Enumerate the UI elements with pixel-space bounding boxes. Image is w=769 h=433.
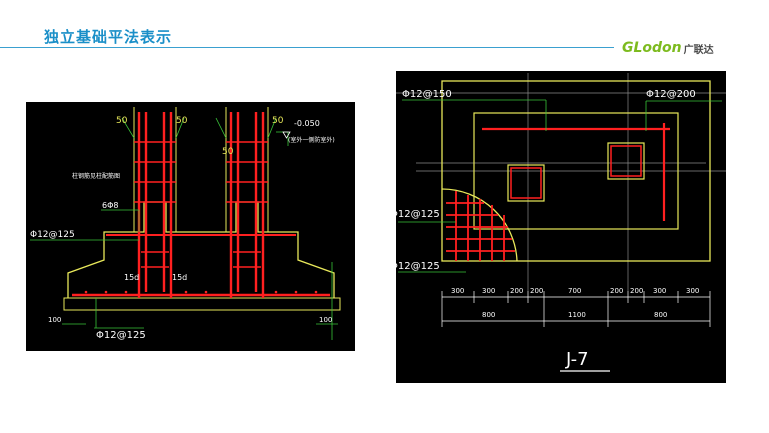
rebar-label: Φ12@150 <box>402 89 452 100</box>
dim-label: 300 <box>451 287 464 295</box>
rebar-label: Φ12@125 <box>396 209 440 220</box>
level-value: -0.050 <box>294 119 320 128</box>
dim-50: 50 <box>222 147 234 157</box>
glodon-logo: GLodon 广联达 <box>622 40 714 56</box>
dim-label: 300 <box>653 287 666 295</box>
dim-label: 200 <box>610 287 623 295</box>
dims-row2: 800 1100 800 <box>482 311 667 319</box>
dim-label: 700 <box>568 287 581 295</box>
dims-row1: 300 300 200 200 700 200 200 300 300 <box>451 287 699 295</box>
plan-drawing-canvas: Φ12@150 Φ12@200 Φ12@125 Φ12@125 300 300 … <box>390 73 726 372</box>
anchor-label: 15d <box>172 273 187 282</box>
foundation-outline <box>441 80 711 262</box>
anchor-label: 15d <box>124 273 139 282</box>
logo-latin: GLodon <box>622 40 682 56</box>
dim-label: 200 <box>630 287 643 295</box>
level-marker <box>282 131 291 139</box>
rebar-label: Φ12@200 <box>646 89 696 100</box>
dim-50: 50 <box>272 116 284 126</box>
cushion-layer <box>63 297 341 311</box>
grid-axes <box>396 73 726 291</box>
dim-label: 300 <box>686 287 699 295</box>
bottom-mesh-dots <box>84 290 318 294</box>
section-drawing: 50 50 50 50 -0.050 (室外一侧防室外) 柱钢筋见柱配筋图 6Φ… <box>26 102 355 351</box>
leader-lines <box>398 99 722 273</box>
dim-label: 800 <box>482 311 495 319</box>
dimension-lines <box>441 291 711 327</box>
cover-dim: 100 <box>319 316 332 324</box>
quarter-mesh-outline <box>441 188 518 262</box>
dim-label: 300 <box>482 287 495 295</box>
dim-label: 800 <box>654 311 667 319</box>
rebar-label: Φ12@125 <box>396 261 440 272</box>
quarter-mesh <box>446 191 515 261</box>
plan-drawing: Φ12@150 Φ12@200 Φ12@125 Φ12@125 300 300 … <box>390 71 726 383</box>
column-section <box>607 142 645 180</box>
leader-lines <box>30 117 338 340</box>
stirrup-label: 6Φ8 <box>102 201 118 210</box>
step-outline <box>473 112 679 230</box>
column-section <box>610 145 642 177</box>
column-section <box>507 164 545 202</box>
rebar-label: Φ12@125 <box>96 330 146 341</box>
drawing-title: J-7 <box>565 349 589 370</box>
section-drawing-canvas: 50 50 50 50 -0.050 (室外一侧防室外) 柱钢筋见柱配筋图 6Φ… <box>30 107 341 341</box>
logo-cn: 广联达 <box>683 44 714 56</box>
cover-dim: 100 <box>48 316 61 324</box>
level-note: (室外一侧防室外) <box>288 136 335 144</box>
rebar-label: Φ12@125 <box>30 230 75 240</box>
column-section <box>510 167 542 199</box>
dim-label: 200 <box>510 287 523 295</box>
column-stirrups <box>134 141 268 268</box>
foundation-outline <box>67 201 335 298</box>
column-note: 柱钢筋见柱配筋图 <box>72 172 120 180</box>
dim-50: 50 <box>116 116 128 126</box>
dim-label: 200 <box>530 287 543 295</box>
column-bars <box>137 112 265 298</box>
dim-50: 50 <box>176 116 188 126</box>
slide-title: 独立基础平法表示 <box>44 28 173 46</box>
dim-label: 1100 <box>568 311 586 319</box>
header-divider <box>0 47 614 48</box>
